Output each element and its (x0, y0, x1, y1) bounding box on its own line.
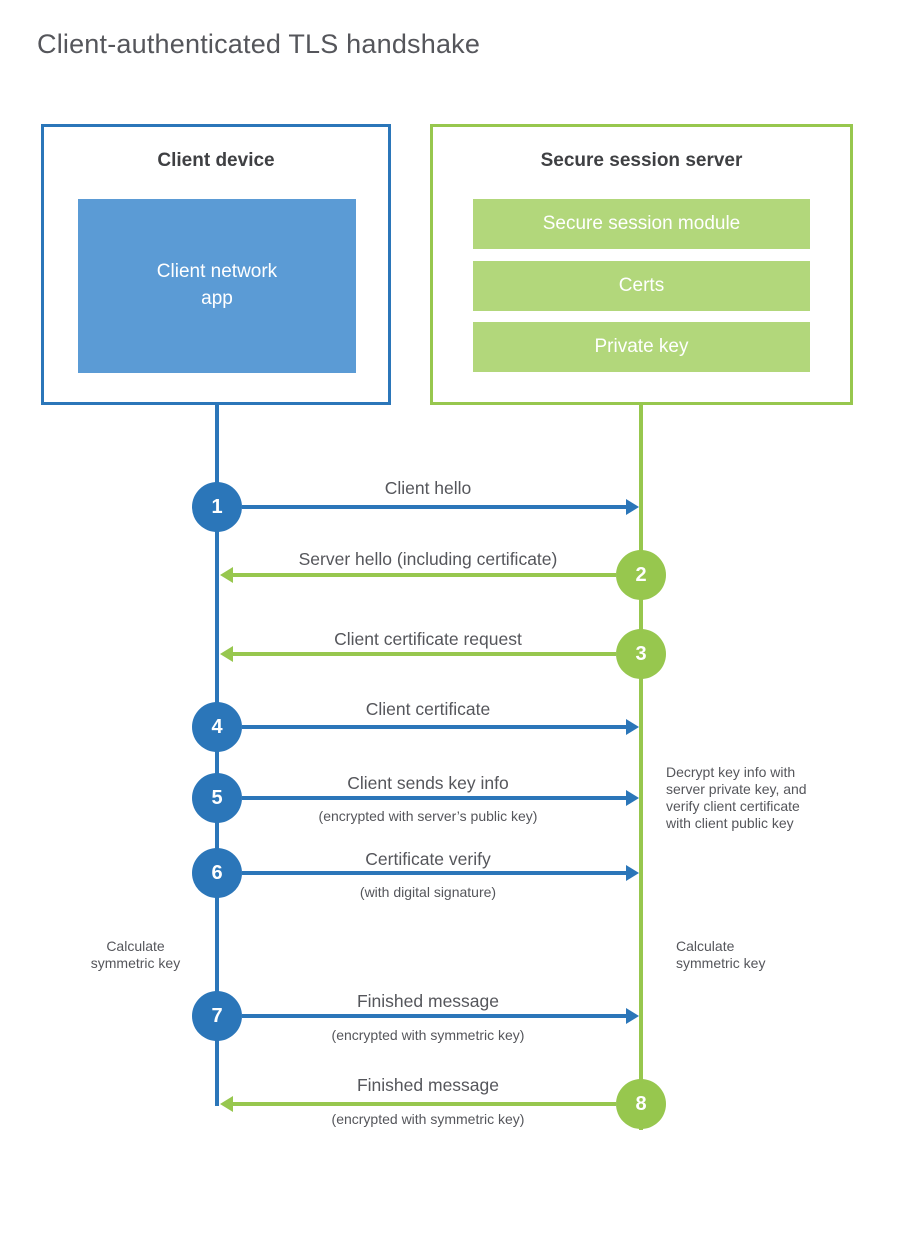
server-module-bar: Certs (473, 261, 810, 311)
step-8-badge: 8 (616, 1079, 666, 1129)
server-lifeline (639, 404, 643, 1130)
step-4-label: Client certificate (365, 699, 491, 719)
step-5-arrow-right (242, 796, 626, 800)
page-title: Client-authenticated TLS handshake (37, 29, 481, 59)
calculate-symmetric-key-note-client: Calculate symmetric key (90, 938, 181, 971)
server-module-bar: Secure session module (473, 199, 810, 249)
server-module-bar: Private key (473, 322, 810, 372)
step-1-label: Client hello (384, 478, 472, 498)
server-box: Secure session server Secure session mod… (430, 124, 853, 405)
step-7-badge: 7 (192, 991, 242, 1041)
step-6-badge: 6 (192, 848, 242, 898)
step-6-arrow-right (242, 871, 626, 875)
server-title: Secure session server (540, 150, 743, 171)
step-8-sublabel: (encrypted with symmetric key) (331, 1111, 525, 1127)
step-7-sublabel: (encrypted with symmetric key) (331, 1027, 525, 1043)
step-3-arrow-left (233, 652, 616, 656)
step-4-badge: 4 (192, 702, 242, 752)
client-device-title: Client device (157, 150, 275, 171)
client-lifeline (215, 404, 219, 1106)
step-2-label: Server hello (including certificate) (298, 549, 558, 569)
step-7-arrow-right (242, 1014, 626, 1018)
step-8-arrow-left (233, 1102, 616, 1106)
step-2-badge: 2 (616, 550, 666, 600)
calculate-symmetric-key-note-server: Calculate symmetric key (676, 938, 766, 971)
step-6-label: Certificate verify (365, 849, 491, 869)
step-3-badge: 3 (616, 629, 666, 679)
step-3-label: Client certificate request (334, 629, 522, 649)
step-2-arrow-left (233, 573, 616, 577)
step-8-label: Finished message (356, 1075, 500, 1095)
step-6-sublabel: (with digital signature) (359, 884, 497, 900)
client-network-app-box: Client network app (78, 199, 356, 373)
step-5-badge: 5 (192, 773, 242, 823)
step-7-label: Finished message (356, 991, 500, 1011)
decrypt-note: Decrypt key info with server private key… (666, 764, 807, 831)
step-1-arrow-right (242, 505, 626, 509)
step-5-sublabel: (encrypted with server’s public key) (318, 808, 538, 824)
step-4-arrow-right (242, 725, 626, 729)
step-5-label: Client sends key info (347, 773, 509, 793)
client-device-box: Client device Client network app (41, 124, 391, 405)
step-1-badge: 1 (192, 482, 242, 532)
